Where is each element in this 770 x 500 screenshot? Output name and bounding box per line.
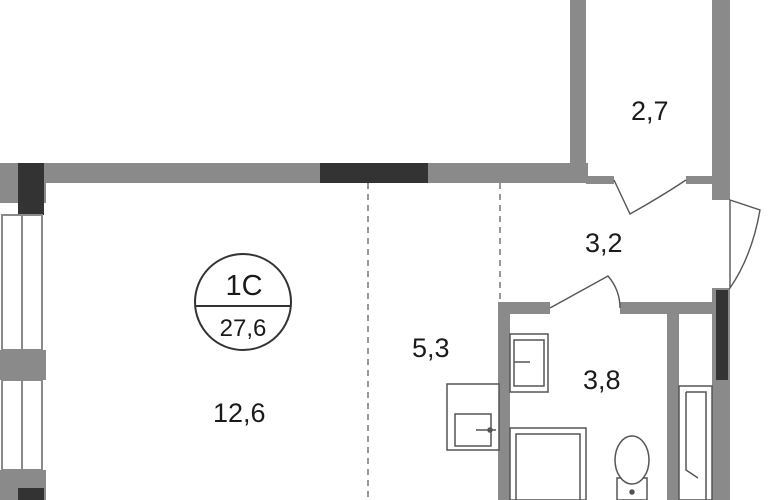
kitchen-area: 5,3 bbox=[412, 333, 450, 363]
apartment-total-area-label: 27,6 bbox=[219, 315, 267, 342]
hallway-area: 3,2 bbox=[585, 228, 623, 258]
storage-area: 2,7 bbox=[631, 96, 669, 126]
kitchen-sink bbox=[446, 383, 500, 451]
bathroom-area: 3,8 bbox=[583, 365, 621, 395]
bathroom-washbasin bbox=[509, 333, 549, 393]
toilet bbox=[614, 435, 650, 500]
doors bbox=[549, 179, 761, 309]
zone-dividers bbox=[367, 183, 501, 500]
shower-tray bbox=[509, 427, 587, 500]
dark-wall-segments bbox=[18, 163, 728, 500]
apartment-badge bbox=[194, 253, 292, 351]
living-room-area: 12,6 bbox=[213, 398, 266, 428]
left-windows bbox=[1, 214, 43, 471]
apartment-type-label: 1С bbox=[225, 270, 263, 302]
utility-cabinet bbox=[678, 385, 713, 500]
